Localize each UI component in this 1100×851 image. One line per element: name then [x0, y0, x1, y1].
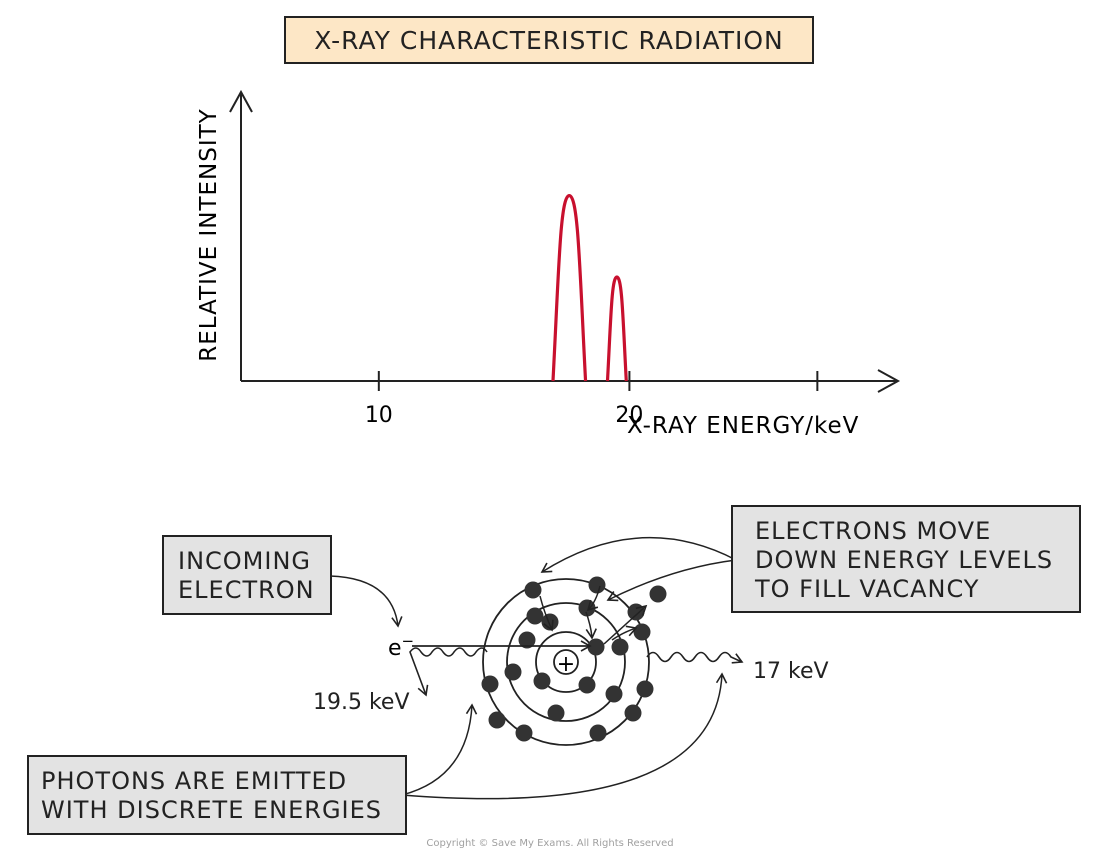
photon-wave-high — [646, 651, 744, 664]
incoming-electron-callout: INCOMING ELECTRON — [162, 535, 332, 615]
electron-dot — [627, 603, 645, 621]
callout-line: PHOTONS ARE EMITTED — [41, 767, 348, 795]
electron-dot — [518, 631, 536, 649]
orbit-middle — [506, 602, 626, 722]
callout-line: WITH DISCRETE ENERGIES — [41, 796, 383, 824]
electron-symbol: e− — [388, 632, 414, 661]
electron-dot — [633, 623, 651, 641]
electron-dot — [605, 685, 623, 703]
transition-arrows — [539, 585, 648, 645]
copyright-notice: Copyright © Save My Exams. All Rights Re… — [426, 838, 674, 849]
photons-callout: PHOTONS ARE EMITTED WITH DISCRETE ENERGI… — [27, 755, 407, 835]
callout-line: TO FILL VACANCY — [755, 575, 980, 603]
photon-energy-low: 19.5 keV — [313, 690, 410, 715]
electron-dot — [636, 680, 654, 698]
spectrum-peak — [605, 275, 628, 382]
callout-line: ELECTRON — [178, 576, 315, 604]
electrons — [481, 576, 667, 742]
spectrum-peaks — [551, 193, 628, 382]
callout-line: DOWN ENERGY LEVELS — [755, 546, 1054, 574]
x-axis — [241, 369, 901, 393]
y-axis — [229, 89, 253, 381]
y-axis-label: RELATIVE INTENSITY — [196, 108, 222, 361]
electron-dot — [649, 585, 667, 603]
electron-dot — [624, 704, 642, 722]
electron-dot — [481, 675, 499, 693]
electron-dot — [488, 711, 506, 729]
title-box: X-RAY CHARACTERISTIC RADIATION — [284, 16, 814, 64]
callout-line: ELECTRONS MOVE — [755, 517, 992, 545]
atom — [482, 578, 650, 746]
electron-dot — [526, 607, 544, 625]
electrons-move-callout: ELECTRONS MOVE DOWN ENERGY LEVELS TO FIL… — [731, 505, 1081, 613]
electron-dot — [611, 638, 629, 656]
x-tick-label: 10 — [365, 403, 393, 428]
electron-dot — [515, 724, 533, 742]
callout-line: INCOMING — [178, 547, 312, 575]
orbit-inner — [535, 631, 597, 693]
nucleus — [553, 649, 579, 675]
x-tick-label: 20 — [615, 403, 643, 428]
electron-dot — [587, 638, 605, 656]
electron-dot — [578, 676, 596, 694]
electron-dot — [541, 613, 559, 631]
nucleus-symbol: + — [557, 652, 575, 677]
electron-dot — [504, 663, 522, 681]
electron-dot — [533, 672, 551, 690]
electron-dot — [589, 724, 607, 742]
photon-wave-low — [409, 647, 488, 697]
x-axis-label: X-RAY ENERGY/keV — [627, 413, 859, 439]
electron-dot — [524, 581, 542, 599]
x-ticks — [377, 371, 819, 391]
spectrum-peak — [551, 193, 588, 382]
orbit-outer — [482, 578, 650, 746]
electron-dot — [588, 576, 606, 594]
photon-energy-high: 17 keV — [753, 659, 829, 684]
electron-dot — [547, 704, 565, 722]
